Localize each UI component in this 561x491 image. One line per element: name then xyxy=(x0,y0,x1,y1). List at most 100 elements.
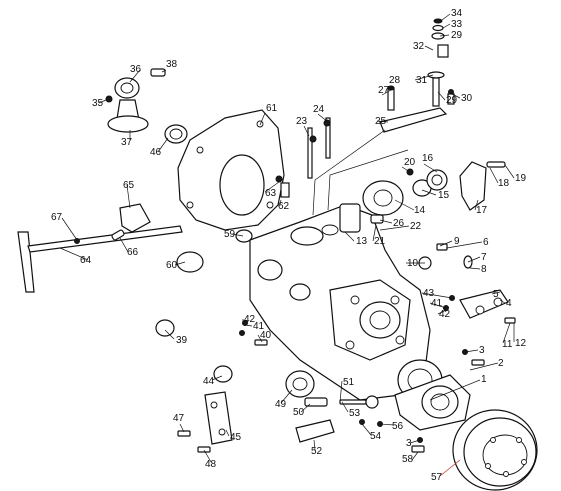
leader-line xyxy=(469,362,499,371)
callout-31: 31 xyxy=(416,75,428,86)
leader-line xyxy=(157,137,169,153)
leader-line xyxy=(394,199,415,211)
callout-14: 14 xyxy=(414,205,426,216)
callout-21: 21 xyxy=(374,236,386,247)
callout-63: 63 xyxy=(265,188,277,199)
leader-line xyxy=(161,69,167,73)
shift-linkage xyxy=(379,18,455,133)
leader-line xyxy=(489,167,499,184)
leader-line xyxy=(119,237,129,253)
callout-3: 3 xyxy=(479,345,485,356)
leader-line xyxy=(467,256,481,263)
callout-38: 38 xyxy=(166,59,178,70)
callout-59: 59 xyxy=(224,229,236,240)
leader-line xyxy=(313,439,316,451)
leader-line xyxy=(411,451,419,461)
leader-line xyxy=(390,85,393,91)
callout-53: 53 xyxy=(349,408,361,419)
main-housing xyxy=(249,203,471,431)
leader-line xyxy=(504,164,515,179)
connector-line xyxy=(327,149,409,211)
callout-34: 34 xyxy=(451,8,463,19)
callout-35: 35 xyxy=(92,98,104,109)
leader-line xyxy=(429,302,447,309)
leader-line xyxy=(442,23,451,29)
callout-4: 4 xyxy=(506,298,512,309)
callout-9: 9 xyxy=(454,236,460,247)
leader-line xyxy=(225,429,230,437)
callout-62: 62 xyxy=(278,201,290,212)
connector-line xyxy=(312,129,386,216)
leader-line xyxy=(257,334,263,343)
shift-rod-assembly xyxy=(17,203,183,293)
leader-line xyxy=(279,199,282,206)
callout-8: 8 xyxy=(481,264,487,275)
leader-line xyxy=(264,181,280,193)
leader-line xyxy=(344,231,355,242)
callout-2: 2 xyxy=(498,358,504,369)
leader-line xyxy=(421,292,453,299)
callout-37: 37 xyxy=(121,137,133,148)
callout-57: 57 xyxy=(431,472,443,483)
leader-line xyxy=(414,74,434,81)
callout-65: 65 xyxy=(123,180,135,191)
callout-17: 17 xyxy=(476,205,488,216)
callout-24: 24 xyxy=(313,104,325,115)
callout-42-b: 42 xyxy=(439,309,451,320)
callout-12: 12 xyxy=(515,338,527,349)
leader-line xyxy=(439,34,450,37)
right-lever-assembly xyxy=(362,161,506,216)
callout-13: 13 xyxy=(356,236,368,247)
leader-line xyxy=(491,291,501,295)
callout-51: 51 xyxy=(343,377,355,388)
callout-36: 36 xyxy=(130,64,142,75)
leader-line xyxy=(439,240,453,247)
callout-15: 15 xyxy=(438,190,450,201)
callout-66: 66 xyxy=(127,247,139,258)
callout-18: 18 xyxy=(498,178,510,189)
center-hardware xyxy=(176,117,384,273)
leader-line xyxy=(61,217,78,241)
leader-line xyxy=(179,423,185,433)
leader-line xyxy=(437,91,446,101)
leader-line xyxy=(401,166,411,173)
callout-49: 49 xyxy=(275,399,287,410)
callout-30: 30 xyxy=(461,93,473,104)
callout-28: 28 xyxy=(389,75,401,86)
leader-line xyxy=(339,380,343,403)
lower-left-parts xyxy=(155,319,425,453)
leader-lines xyxy=(59,13,515,477)
leader-line xyxy=(451,93,461,99)
callout-10: 10 xyxy=(407,258,419,269)
leader-line xyxy=(376,120,389,123)
callout-50: 50 xyxy=(293,407,305,418)
callout-6: 6 xyxy=(483,237,489,248)
callout-41-b: 41 xyxy=(431,298,443,309)
callout-52: 52 xyxy=(311,446,323,457)
callout-40: 40 xyxy=(260,330,272,341)
callout-44: 44 xyxy=(203,376,215,387)
callout-23: 23 xyxy=(296,116,308,127)
leader-line xyxy=(303,125,310,137)
clutch-housing xyxy=(177,109,290,231)
callout-33: 33 xyxy=(451,19,463,30)
callout-58: 58 xyxy=(402,454,414,465)
leader-line xyxy=(203,449,212,463)
callout-3-b: 3 xyxy=(406,438,412,449)
callout-43: 43 xyxy=(423,288,435,299)
callout-64: 64 xyxy=(80,255,92,266)
leader-line xyxy=(429,379,481,401)
leader-line xyxy=(464,349,479,353)
callout-20: 20 xyxy=(404,157,416,168)
callout-42: 42 xyxy=(244,314,256,325)
callout-61: 61 xyxy=(266,103,278,114)
callout-48: 48 xyxy=(205,459,217,470)
leader-line xyxy=(211,375,223,381)
leader-line xyxy=(372,224,377,242)
leader-line xyxy=(379,225,410,231)
leader-line xyxy=(423,163,438,173)
callout-54: 54 xyxy=(370,431,382,442)
callout-41: 41 xyxy=(253,321,265,332)
